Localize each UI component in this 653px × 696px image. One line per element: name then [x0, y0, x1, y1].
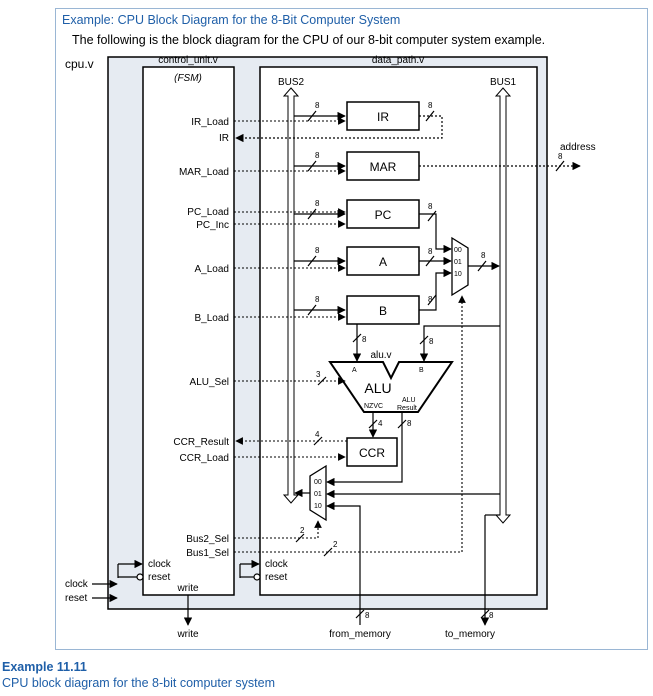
write-port-label: write: [176, 629, 199, 640]
width-a-out: 8: [428, 247, 433, 256]
width-alu-b: 8: [429, 337, 434, 346]
alu-result-line1: ALU: [402, 397, 416, 404]
a-register-label: A: [379, 255, 387, 269]
width-mux1-out: 8: [481, 251, 486, 260]
ccr-register-label: CCR: [359, 446, 385, 460]
cu-write-label: write: [176, 583, 199, 594]
pc-register: PC: [346, 199, 420, 229]
to-memory-port-label: to_memory: [445, 629, 495, 640]
width-ir-in: 8: [315, 101, 320, 110]
dp-reset-label: reset: [265, 572, 287, 583]
width-bus2-sel: 2: [300, 526, 305, 535]
b-register: B: [346, 295, 420, 325]
width-alu-sel: 3: [316, 370, 321, 379]
width-from-memory: 8: [365, 611, 370, 620]
width-ccr-result: 4: [315, 430, 320, 439]
bus1-mux-sel01: 01: [454, 259, 462, 266]
cpu-label: cpu.v: [65, 57, 94, 71]
signal-mar-load: MAR_Load: [179, 167, 229, 178]
signal-pc-load: PC_Load: [187, 207, 229, 218]
caption-text: CPU block diagram for the 8-bit computer…: [2, 676, 276, 690]
figure-subtitle: The following is the block diagram for t…: [72, 33, 546, 47]
bus2-mux-sel01: 01: [314, 491, 322, 498]
signal-ir-load: IR_Load: [191, 117, 229, 128]
bus1-mux-sel00: 00: [454, 247, 462, 254]
width-pc-out: 8: [428, 202, 433, 211]
mar-register-label: MAR: [370, 160, 397, 174]
signal-ccr-result: CCR_Result: [173, 437, 229, 448]
data-path-block: [259, 66, 538, 596]
pc-register-label: PC: [375, 208, 392, 222]
width-pc-in: 8: [315, 199, 320, 208]
fsm-label: (FSM): [174, 73, 202, 84]
width-bus1-sel: 2: [333, 540, 338, 549]
bus1-mux: [451, 236, 469, 297]
cu-reset-label: reset: [148, 572, 170, 583]
width-a-in: 8: [315, 246, 320, 255]
signal-a-load: A_Load: [195, 264, 229, 275]
signal-b-load: B_Load: [195, 313, 229, 324]
b-register-label: B: [379, 304, 387, 318]
ir-register-label: IR: [377, 110, 389, 124]
alu-label: ALU: [364, 380, 391, 396]
ir-register: IR: [346, 101, 420, 131]
signal-bus1-sel: Bus1_Sel: [186, 548, 229, 559]
bus2-label: BUS2: [278, 77, 305, 88]
alu-input-a: A: [352, 367, 357, 374]
reset-port-label: reset: [65, 593, 87, 604]
bus1: [494, 87, 512, 524]
signal-ir: IR: [219, 133, 229, 144]
signal-ccr-load: CCR_Load: [180, 453, 229, 464]
from-memory-port-label: from_memory: [329, 629, 391, 640]
bus2-mux-sel00: 00: [314, 479, 322, 486]
width-ir-out: 8: [428, 101, 433, 110]
cu-clock-label: clock: [148, 559, 172, 570]
clock-port-label: clock: [65, 579, 89, 590]
width-to-memory: 8: [489, 611, 494, 620]
caption-number: Example 11.11: [2, 660, 87, 674]
control-unit-label: control_unit.v: [158, 55, 217, 66]
alu-input-b: B: [419, 367, 424, 374]
width-mar-in: 8: [315, 151, 320, 160]
a-register: A: [346, 246, 420, 276]
bus2-mux: [309, 464, 327, 522]
address-port-label: address: [560, 142, 596, 153]
dp-clock-label: clock: [265, 559, 289, 570]
signal-pc-inc: PC_Inc: [196, 220, 229, 231]
width-b-in: 8: [315, 295, 320, 304]
data-path-label: data_path.v: [372, 55, 424, 66]
ccr-register: CCR: [346, 437, 398, 467]
alu-flags: NZVC: [364, 403, 383, 410]
bus2: [282, 87, 300, 504]
width-alu-a: 8: [362, 335, 367, 344]
alu-module-label: alu.v: [370, 350, 391, 361]
width-b-out: 8: [428, 295, 433, 304]
bus1-mux-sel10: 10: [454, 271, 462, 278]
signal-bus2-sel: Bus2_Sel: [186, 534, 229, 545]
bus1-label: BUS1: [490, 77, 517, 88]
control-unit-block: [142, 66, 235, 596]
alu-result-line2: Result: [397, 405, 417, 412]
bus2-mux-sel10: 10: [314, 503, 322, 510]
signal-alu-sel: ALU_Sel: [190, 377, 229, 388]
figure-title: Example: CPU Block Diagram for the 8-Bit…: [62, 13, 401, 27]
width-address: 8: [558, 152, 563, 161]
width-alu-result: 8: [407, 419, 412, 428]
mar-register: MAR: [346, 151, 420, 181]
width-nzvc: 4: [378, 419, 383, 428]
